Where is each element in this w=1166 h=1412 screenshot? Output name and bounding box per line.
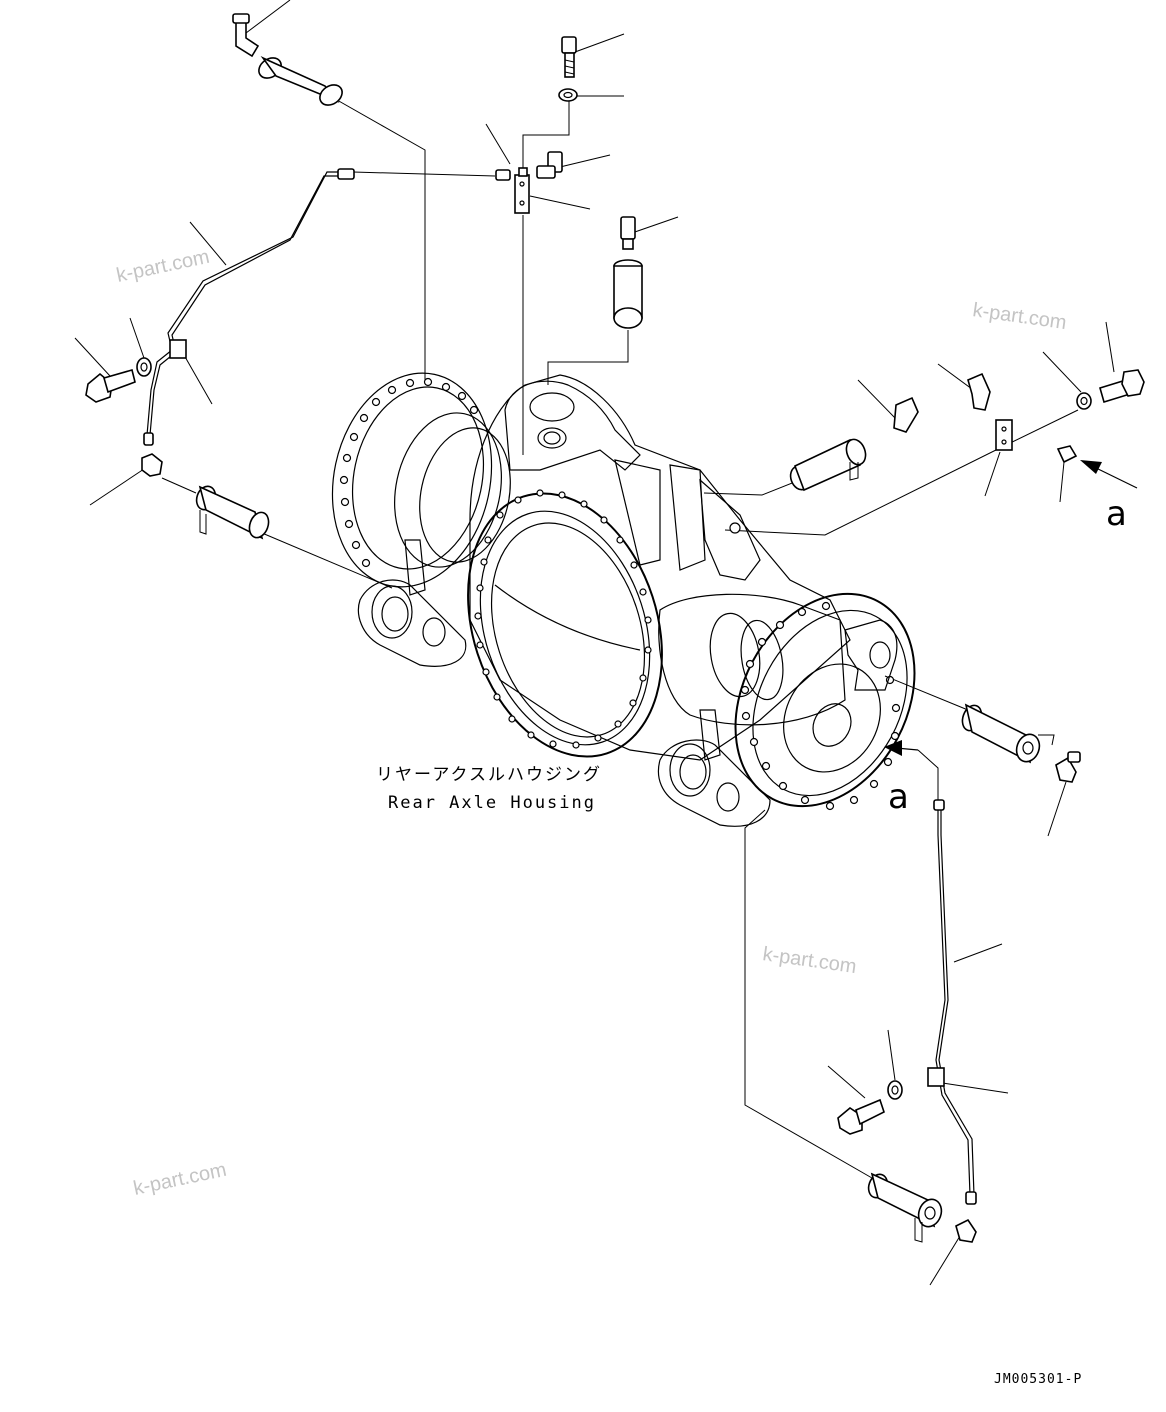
watermark: k-part.com [761, 943, 858, 978]
guide-lines [161, 95, 1079, 1179]
rear-axle-housing [331, 372, 916, 827]
view-marker-a: a [1106, 494, 1127, 534]
view-marker-a: a [888, 777, 909, 817]
washer [558, 88, 578, 102]
grease-tubes [143, 168, 977, 1205]
pin [195, 485, 270, 540]
view-a-arrows [884, 460, 1138, 756]
right-flange-bolt-holes [740, 601, 901, 811]
housing-label-japanese: リヤーアクスルハウジング [376, 765, 602, 785]
clamp [927, 1067, 945, 1087]
flange-bolt-holes [339, 377, 479, 568]
elbow-fitting [967, 372, 991, 411]
watermark: k-part.com [114, 246, 211, 287]
parts [85, 13, 1145, 1243]
drawing-code: JM005301-P [994, 1372, 1082, 1387]
grease-nipple [1056, 445, 1078, 464]
watermark: k-part.com [971, 299, 1068, 334]
washer [887, 1080, 903, 1100]
clamp [995, 419, 1013, 451]
arrow-head [1080, 460, 1102, 474]
fitting [620, 216, 636, 250]
bolt [1099, 369, 1145, 404]
watermark: k-part.com [131, 1159, 228, 1200]
pin [867, 1172, 943, 1243]
tube-fitting [143, 432, 154, 446]
arrow-head [884, 740, 902, 756]
housing-label-english: Rear Axle Housing [388, 793, 596, 813]
clamp [169, 339, 187, 359]
tee-fitting [141, 453, 163, 477]
front-face-bolt-holes [474, 489, 652, 749]
pin [613, 259, 643, 329]
bolt [561, 36, 577, 78]
pin [961, 703, 1055, 764]
washer [1076, 392, 1092, 410]
grease-nipple [495, 169, 511, 181]
elbow-fitting [955, 1218, 977, 1243]
bolt [85, 369, 136, 403]
bolt [837, 1098, 885, 1135]
tube-fitting [337, 168, 355, 180]
elbow-fitting [536, 151, 563, 179]
tube-fitting [933, 799, 945, 811]
pin [258, 56, 343, 106]
adapter [514, 167, 530, 214]
elbow-fitting [893, 396, 919, 433]
elbow-fitting [232, 13, 260, 58]
leader-lines [74, 0, 1115, 1286]
elbow-fitting [1055, 751, 1081, 783]
tube-fitting [965, 1191, 977, 1205]
washer [136, 357, 152, 377]
pin [789, 438, 867, 492]
